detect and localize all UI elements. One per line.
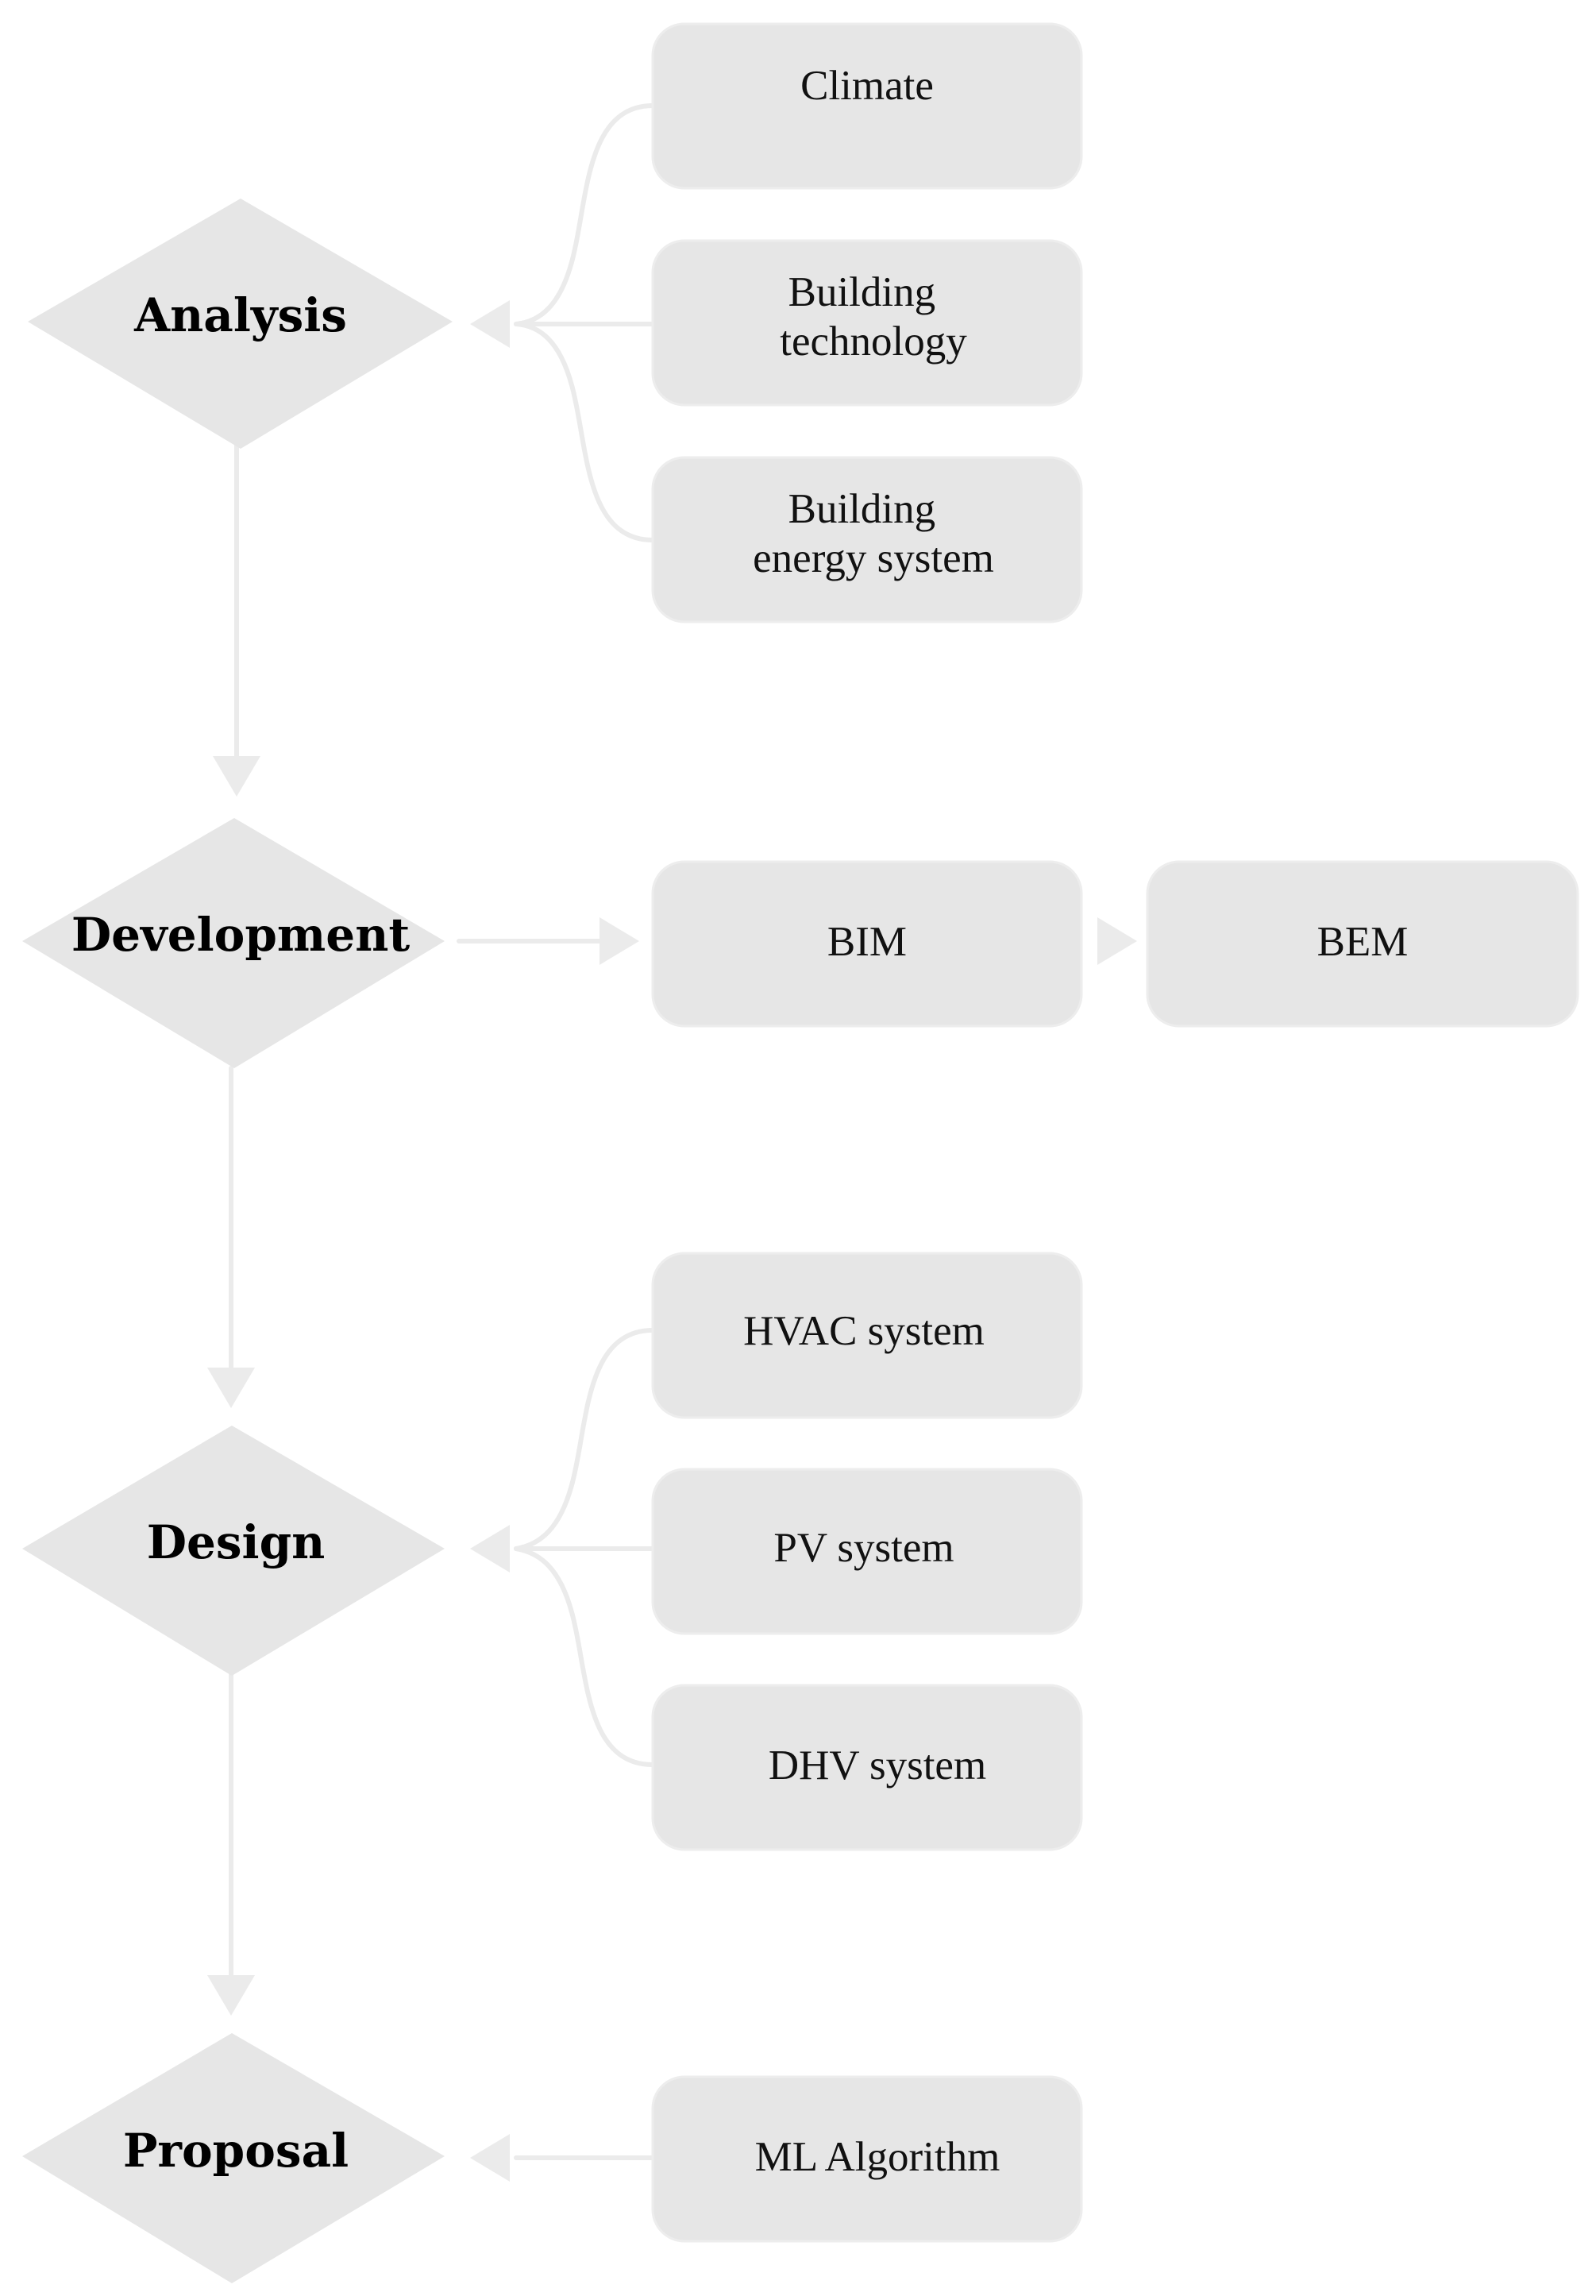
stage-proposal-label: Proposal [123, 2124, 349, 2178]
factor-boxes: Climate Building technology Building ene… [651, 22, 1579, 2243]
box-building-energy-system: Building energy system [651, 456, 1083, 623]
stage-proposal-diamond [22, 2033, 445, 2283]
box-pv-system: PV system [651, 1468, 1083, 1635]
box-pv-system-label: PV system [773, 1525, 954, 1571]
arrow-head-design-group [470, 1525, 510, 1572]
arrow-head-development [213, 756, 260, 797]
design-connectors [470, 1328, 655, 1767]
development-connectors [457, 917, 1137, 965]
box-bim-label: BIM [827, 919, 907, 965]
connector-climate-analysis [514, 103, 655, 326]
box-dhv-system-label: DHV system [769, 1742, 986, 1789]
box-dhv-system: DHV system [651, 1684, 1083, 1851]
connector-dhv-design [514, 1546, 655, 1767]
box-bem-label: BEM [1317, 919, 1409, 965]
box-bim: BIM [651, 860, 1083, 1028]
stage-development-label: Development [71, 908, 411, 962]
arrow-head-bem [1097, 917, 1137, 965]
arrow-head-analysis [470, 300, 510, 348]
arrow-head-bim [599, 917, 639, 965]
box-hvac-system: HVAC system [651, 1252, 1083, 1419]
stage-development-diamond [22, 818, 445, 1068]
connector-hvac-design [514, 1328, 655, 1551]
box-climate-label: Climate [800, 63, 934, 109]
stage-design-diamond [22, 1426, 445, 1676]
box-ml-algorithm-label: ML Algorithm [755, 2134, 1000, 2180]
box-climate: Climate [651, 22, 1083, 190]
arrow-head-design [207, 1368, 255, 1408]
stage-diamonds: Analysis Development Design Proposal [22, 199, 453, 2283]
box-bem: BEM [1146, 860, 1579, 1028]
box-building-technology: Building technology [651, 239, 1083, 407]
box-building-technology-label: Building technology [780, 269, 967, 365]
stage-analysis-label: Analysis [133, 288, 347, 342]
box-ml-algorithm: ML Algorithm [651, 2075, 1083, 2243]
stage-analysis-diamond [28, 199, 453, 449]
analysis-connectors [470, 103, 655, 542]
box-building-energy-system-label: Building energy system [753, 486, 994, 581]
arrow-head-proposal-group [470, 2134, 510, 2182]
stage-design-label: Design [147, 1515, 326, 1569]
arrow-head-proposal [207, 1975, 255, 2016]
proposal-connectors [470, 2134, 655, 2182]
stage-flow-arrows [207, 442, 260, 2016]
connector-energy-analysis [514, 322, 655, 542]
box-hvac-system-label: HVAC system [743, 1308, 985, 1354]
